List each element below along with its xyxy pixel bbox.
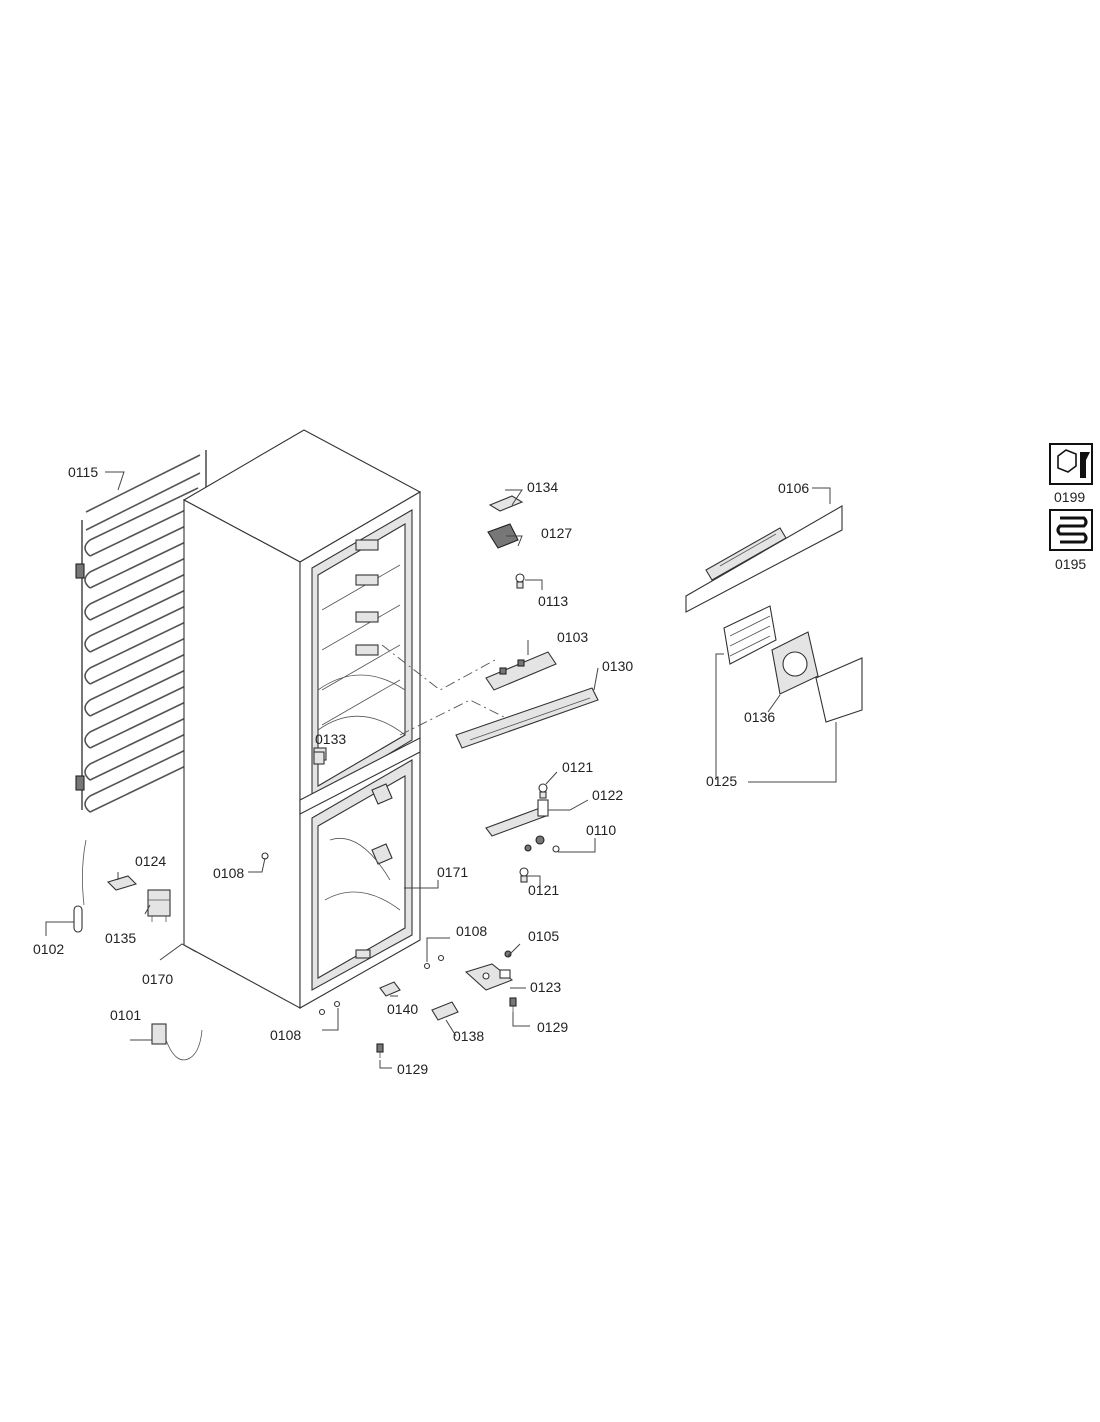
- part-0133-label: [313, 751, 325, 765]
- label-0136: 0136: [744, 709, 775, 725]
- label-0108-b: 0108: [456, 923, 487, 939]
- part-0108-pins-c: [318, 1000, 341, 1016]
- label-0123: 0123: [530, 979, 561, 995]
- label-0134: 0134: [527, 479, 558, 495]
- part-0136-fan: [771, 631, 819, 695]
- part-0102-lamp: [73, 905, 83, 933]
- label-0171: 0171: [437, 864, 468, 880]
- part-0129-screw-bottom: [376, 1043, 384, 1058]
- label-0113: 0113: [538, 593, 568, 609]
- part-0130-rail: [455, 687, 599, 749]
- label-0129-b: 0129: [397, 1061, 428, 1077]
- part-0124-cover: [106, 875, 138, 891]
- part-0127-bracket: [487, 523, 519, 549]
- label-0121-b: 0121: [528, 882, 559, 898]
- label-0135: 0135: [105, 930, 136, 946]
- part-0113-plug: [515, 573, 525, 589]
- part-0129-screw-right: [509, 997, 517, 1012]
- part-0140-clip: [379, 981, 401, 997]
- part-0108-pins-b: [423, 954, 445, 970]
- label-0130: 0130: [602, 658, 633, 674]
- label-0108-a: 0108: [213, 865, 244, 881]
- part-0138-cover: [431, 1001, 459, 1021]
- label-0125: 0125: [706, 773, 737, 789]
- label-0110: 0110: [586, 822, 616, 838]
- part-0106-control-panel: [685, 505, 843, 613]
- label-0133: 0133: [315, 731, 346, 747]
- part-0122-hinge: [485, 799, 549, 837]
- label-0108-c: 0108: [270, 1027, 301, 1043]
- part-0123-bottom-hinge: [464, 963, 514, 991]
- part-0103-control: [485, 651, 557, 691]
- label-0121-a: 0121: [562, 759, 593, 775]
- label-0170: 0170: [142, 971, 173, 987]
- part-labels: 0115 0134 0127 0113 0103 0130 0133 0121 …: [33, 464, 809, 1077]
- label-0129-a: 0129: [537, 1019, 568, 1035]
- part-0125-fan-housing: [723, 605, 777, 665]
- label-0103: 0103: [557, 629, 588, 645]
- part-0121-screw-top: [538, 783, 548, 799]
- refrigerant-coil-icon: [1049, 509, 1093, 551]
- refrigerator-cabinet: [182, 429, 422, 1009]
- part-0135-relay: [147, 889, 171, 922]
- leader-lines: [45, 471, 837, 1069]
- label-0127: 0127: [541, 525, 572, 541]
- part-0110-washer: [524, 835, 560, 853]
- part-0101-power-cord: [151, 1023, 203, 1061]
- label-0106: 0106: [778, 480, 809, 496]
- label-0140: 0140: [387, 1001, 418, 1017]
- part-0134-cover: [488, 495, 524, 512]
- label-0115: 0115: [68, 464, 98, 480]
- label-0199: 0199: [1054, 489, 1085, 505]
- part-0125-cover: [815, 657, 863, 723]
- label-0124: 0124: [135, 853, 166, 869]
- label-0102: 0102: [33, 941, 64, 957]
- label-0122: 0122: [592, 787, 623, 803]
- wrench-nut-icon: [1049, 443, 1093, 485]
- label-0105: 0105: [528, 928, 559, 944]
- part-0121-screw-bottom: [519, 867, 529, 883]
- label-0195: 0195: [1055, 556, 1086, 572]
- label-0138: 0138: [453, 1028, 484, 1044]
- part-0105-screw: [504, 950, 512, 958]
- label-0101: 0101: [110, 1007, 141, 1023]
